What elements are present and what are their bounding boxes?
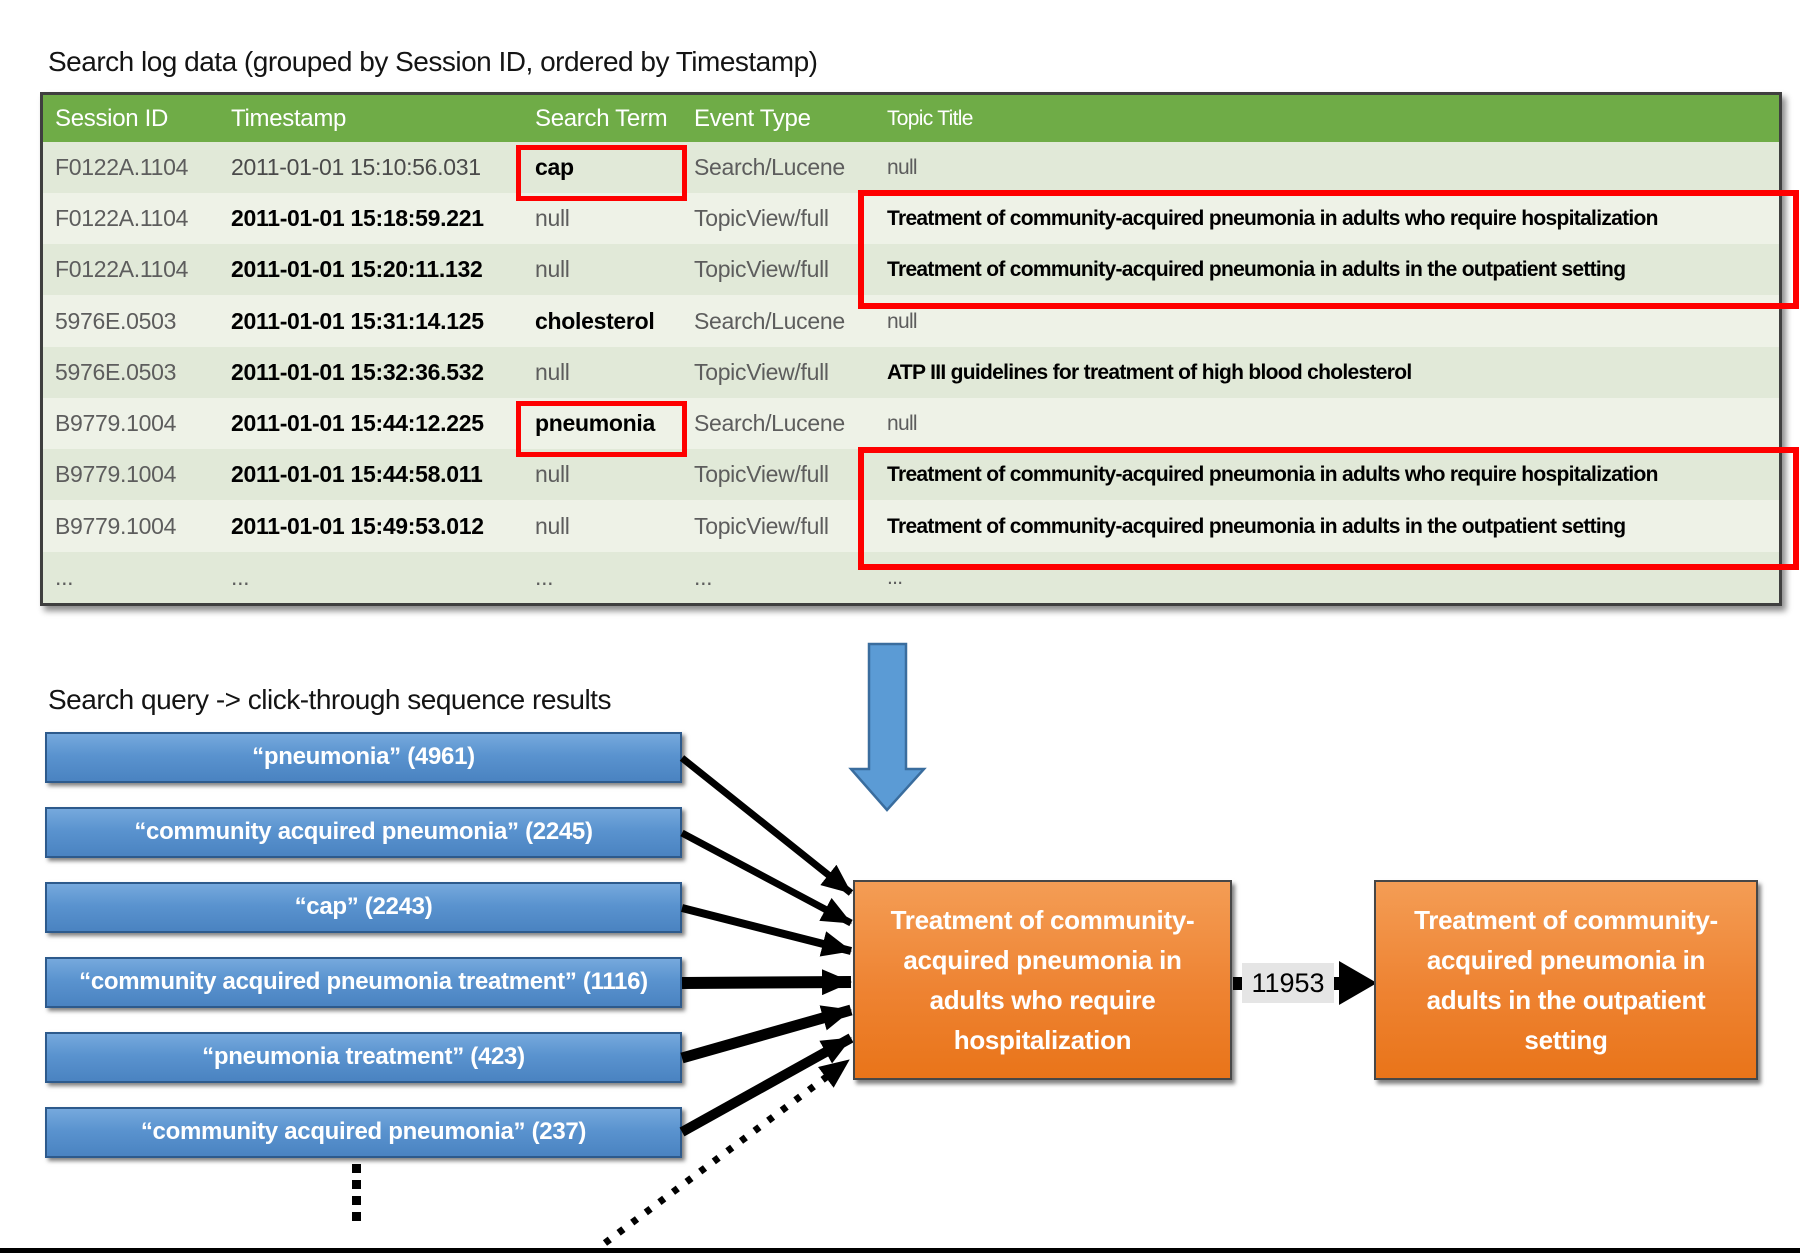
cell-search-term: ... <box>535 564 554 590</box>
table-row: F0122A.1104 2011-01-01 15:10:56.031 cap … <box>43 142 1779 193</box>
highlight-box-search-term-pneumonia <box>516 401 687 457</box>
col-header-timestamp: Timestamp <box>231 105 347 132</box>
cell-search-term: null <box>535 359 570 385</box>
cell-event-type: TopicView/full <box>694 359 829 385</box>
edge-arrowhead-icon <box>1339 961 1377 1005</box>
cell-event-type: Search/Lucene <box>694 410 845 436</box>
search-log-table: Session ID Timestamp Search Term Event T… <box>40 92 1782 606</box>
topic-node-outpatient: Treatment of community- acquired pneumon… <box>1374 880 1758 1080</box>
big-down-arrow-icon <box>848 642 927 812</box>
table-row: B9779.1004 2011-01-01 15:44:58.011 null … <box>43 449 1779 500</box>
table-row-ellipsis: ... ... ... ... ... <box>43 552 1779 603</box>
cell-session-id: F0122A.1104 <box>55 256 189 282</box>
table-row: B9779.1004 2011-01-01 15:49:53.012 null … <box>43 501 1779 552</box>
col-header-topic-title: Topic Title <box>887 107 973 130</box>
click-through-title: Search query -> click-through sequence r… <box>48 684 611 715</box>
cell-timestamp: 2011-01-01 15:44:12.225 <box>231 410 484 436</box>
bottom-divider <box>0 1248 1800 1253</box>
cell-search-term: null <box>535 513 570 539</box>
cell-search-term: null <box>535 205 570 231</box>
table-row: F0122A.1104 2011-01-01 15:18:59.221 null… <box>43 193 1779 244</box>
cell-timestamp: 2011-01-01 15:10:56.031 <box>231 154 481 180</box>
cell-event-type: TopicView/full <box>694 256 829 282</box>
cell-topic-title: null <box>887 412 918 435</box>
table-row: B9779.1004 2011-01-01 15:44:12.225 pneum… <box>43 398 1779 449</box>
highlight-box-topic-titles-session3 <box>858 447 1799 570</box>
query-box-community-acquired-pneumonia: “community acquired pneumonia” (2245) <box>45 807 682 858</box>
cell-topic-title: Treatment of community-acquired pneumoni… <box>887 515 1626 538</box>
cell-event-type: Search/Lucene <box>694 154 845 180</box>
cell-session-id: 5976E.0503 <box>55 308 177 334</box>
cell-timestamp: 2011-01-01 15:20:11.132 <box>231 256 483 282</box>
log-table-title: Search log data (grouped by Session ID, … <box>48 46 818 77</box>
cell-event-type: ... <box>694 564 713 590</box>
table-header-row: Session ID Timestamp Search Term Event T… <box>43 95 1779 142</box>
topic-node-hospitalization: Treatment of community- acquired pneumon… <box>853 880 1232 1080</box>
cell-topic-title: null <box>887 310 918 333</box>
cell-topic-title: ... <box>887 566 903 589</box>
col-header-session-id: Session ID <box>55 105 169 132</box>
cell-topic-title: Treatment of community-acquired pneumoni… <box>887 258 1626 281</box>
cell-topic-title: Treatment of community-acquired pneumoni… <box>887 463 1658 486</box>
query-box-pneumonia: “pneumonia” (4961) <box>45 732 682 783</box>
cell-event-type: TopicView/full <box>694 205 829 231</box>
col-header-search-term: Search Term <box>535 105 668 132</box>
col-header-event-type: Event Type <box>694 105 811 132</box>
cell-search-term: cap <box>535 154 574 180</box>
table-row: F0122A.1104 2011-01-01 15:20:11.132 null… <box>43 244 1779 295</box>
query-box-community-acquired-pneumonia-237: “community acquired pneumonia” (237) <box>45 1107 682 1158</box>
cell-search-term: null <box>535 461 570 487</box>
cell-topic-title: Treatment of community-acquired pneumoni… <box>887 207 1658 230</box>
cell-timestamp: 2011-01-01 15:32:36.532 <box>231 359 484 385</box>
cell-search-term: null <box>535 256 570 282</box>
cell-event-type: Search/Lucene <box>694 308 845 334</box>
highlight-box-search-term-cap <box>516 145 687 201</box>
cell-search-term: cholesterol <box>535 308 655 334</box>
cell-timestamp: 2011-01-01 15:18:59.221 <box>231 205 484 231</box>
table-row: 5976E.0503 2011-01-01 15:32:36.532 null … <box>43 347 1779 398</box>
highlight-box-topic-titles-session1 <box>858 190 1799 309</box>
cell-session-id: 5976E.0503 <box>55 359 177 385</box>
query-box-pneumonia-treatment: “pneumonia treatment” (423) <box>45 1032 682 1083</box>
query-box-community-acquired-pneumonia-treatment: “community acquired pneumonia treatment”… <box>45 957 682 1008</box>
cell-session-id: B9779.1004 <box>55 461 177 487</box>
cell-timestamp: 2011-01-01 15:44:58.011 <box>231 461 483 487</box>
cell-event-type: TopicView/full <box>694 461 829 487</box>
cell-search-term: pneumonia <box>535 410 655 436</box>
cell-session-id: ... <box>55 564 74 590</box>
cell-session-id: B9779.1004 <box>55 513 177 539</box>
cell-topic-title: null <box>887 156 918 179</box>
cell-timestamp: ... <box>231 564 250 590</box>
edge-count-label: 11953 <box>1242 963 1334 1003</box>
cell-session-id: F0122A.1104 <box>55 205 189 231</box>
cell-session-id: B9779.1004 <box>55 410 177 436</box>
cell-topic-title: ATP III guidelines for treatment of high… <box>887 361 1412 384</box>
query-box-cap: “cap” (2243) <box>45 882 682 933</box>
cell-timestamp: 2011-01-01 15:31:14.125 <box>231 308 484 334</box>
cell-timestamp: 2011-01-01 15:49:53.012 <box>231 513 484 539</box>
cell-event-type: TopicView/full <box>694 513 829 539</box>
more-queries-ellipsis <box>352 1164 361 1228</box>
cell-session-id: F0122A.1104 <box>55 154 189 180</box>
